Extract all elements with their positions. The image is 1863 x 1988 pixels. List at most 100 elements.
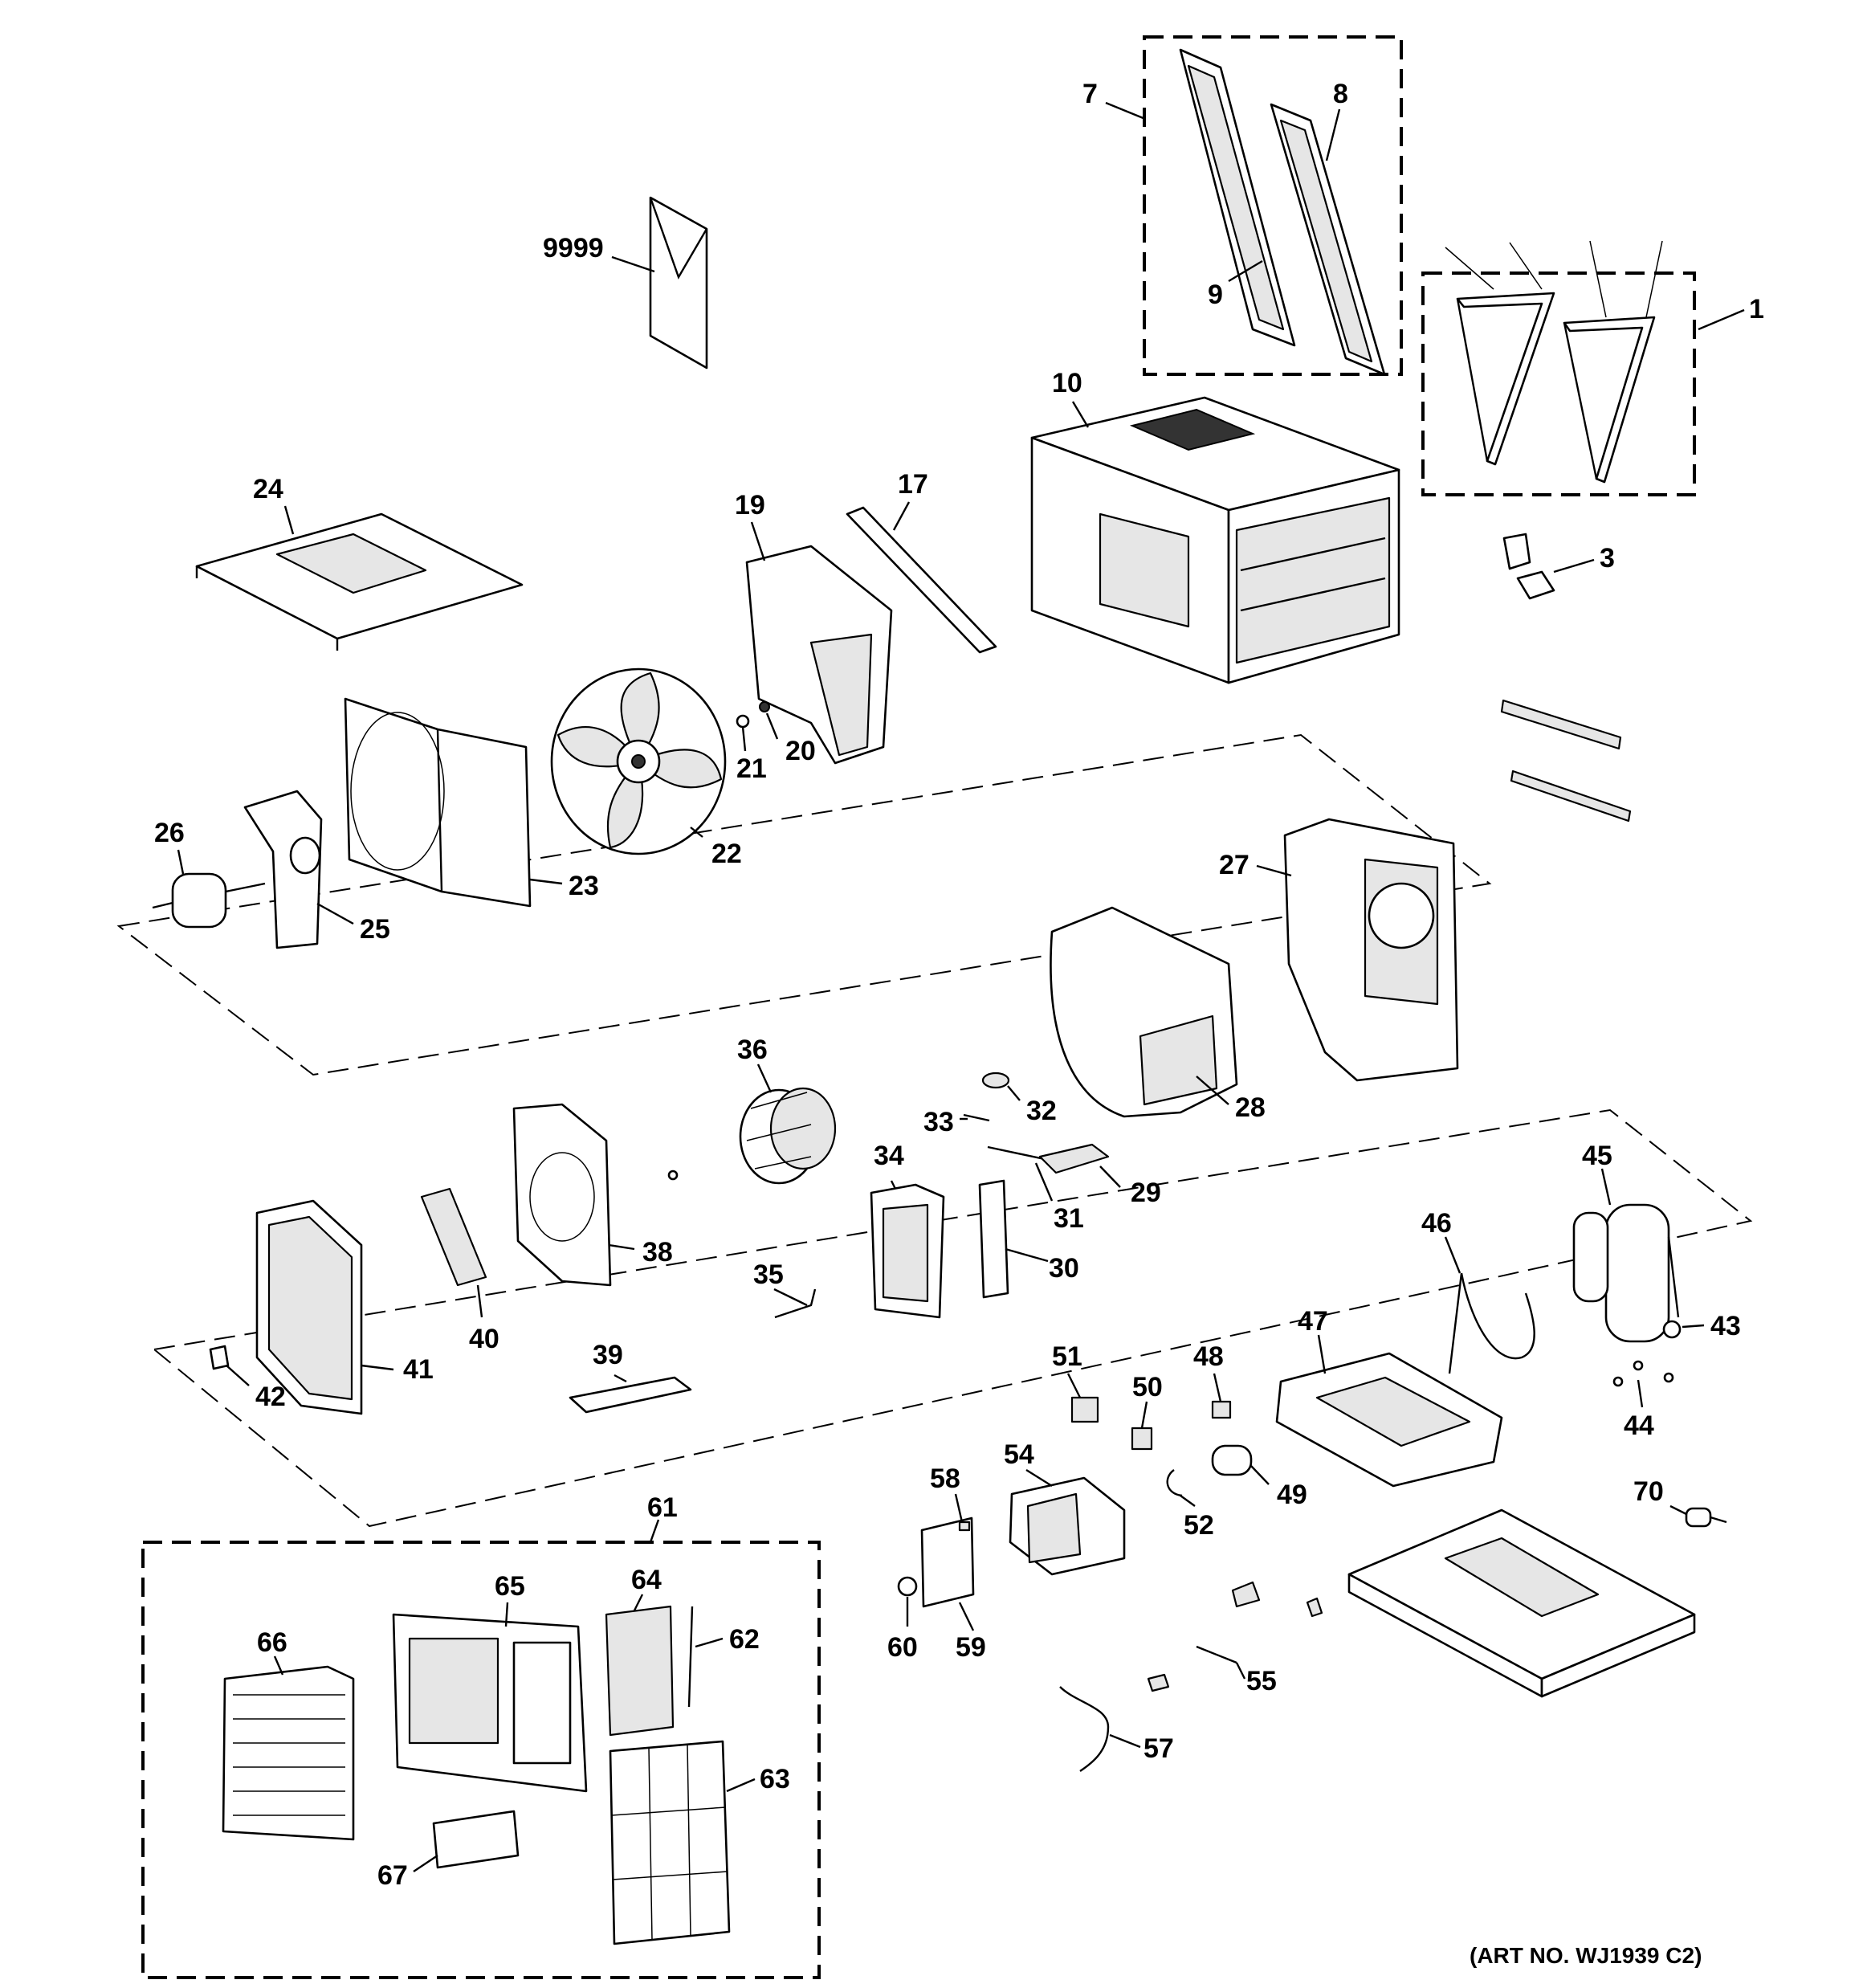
motor-mount-part-25: [243, 790, 323, 949]
callout-10: 10: [1052, 368, 1082, 398]
heater-part-40: [420, 1187, 487, 1287]
callout-65: 65: [495, 1571, 525, 1602]
thermal-protector-part-70: [1685, 1507, 1727, 1528]
screw-part-blower: [667, 1170, 679, 1181]
callout-39: 39: [593, 1340, 623, 1370]
hanger-part-35: [774, 1288, 817, 1319]
rod-part-62: [687, 1606, 694, 1708]
callout-47: 47: [1298, 1306, 1328, 1337]
callout-58: 58: [930, 1463, 960, 1494]
callout-23: 23: [569, 871, 599, 901]
callout-30: 30: [1049, 1253, 1079, 1284]
callout-22: 22: [711, 839, 742, 869]
washer-part-21: [736, 714, 750, 729]
callout-41: 41: [403, 1354, 434, 1385]
control-box-part-54: [1009, 1476, 1126, 1576]
manual-part-9999: [649, 196, 708, 369]
callout-21: 21: [736, 753, 767, 784]
callout-44: 44: [1624, 1410, 1654, 1441]
callout-55: 55: [1246, 1666, 1277, 1696]
cap-part-32: [981, 1072, 1010, 1089]
group-box-61: [141, 1541, 821, 1979]
drain-part-34: [870, 1183, 945, 1319]
front-panel-part-65: [392, 1613, 588, 1793]
callout-34: 34: [874, 1141, 904, 1171]
relay-part-48: [1211, 1400, 1232, 1419]
callout-67: 67: [377, 1860, 408, 1891]
support-bracket-part-1: [1445, 240, 1663, 484]
callout-1: 1: [1749, 294, 1764, 325]
callout-42: 42: [255, 1382, 286, 1412]
washers-part-44: [1612, 1360, 1674, 1387]
clip-part-33: [963, 1113, 990, 1122]
clamp-part: [1231, 1581, 1261, 1608]
partition-part-27: [1283, 818, 1459, 1082]
wire-part-55: [1196, 1645, 1237, 1664]
blower-wheel-part-36: [739, 1087, 837, 1185]
group-box-7: [1143, 35, 1403, 376]
bulkhead-part-38: [512, 1103, 612, 1287]
louvers-part-64: [605, 1605, 675, 1737]
callout-28: 28: [1235, 1092, 1266, 1123]
grommet-part-43: [1662, 1320, 1682, 1339]
air-filter-part-63: [609, 1740, 731, 1945]
callout-33: 33: [923, 1107, 954, 1137]
side-curtain-part-7: [1179, 48, 1296, 347]
callout-49: 49: [1277, 1480, 1307, 1510]
knob-part-58: [958, 1521, 971, 1532]
callout-9999: 9999: [543, 233, 604, 263]
filter-part-67: [432, 1810, 520, 1869]
callout-labels: 1 3 7 8 9 9999 10 17 19 20 21 22 23 24 2…: [154, 79, 1764, 1891]
callout-57: 57: [1143, 1733, 1174, 1764]
callout-70: 70: [1633, 1476, 1664, 1507]
side-curtain-part-8: [1270, 103, 1386, 376]
dashed-region-middle: [152, 1108, 1753, 1528]
group-box-1: [1421, 271, 1696, 496]
callout-17: 17: [898, 469, 928, 500]
fan-blade-part-22: [550, 667, 727, 855]
callout-45: 45: [1582, 1141, 1612, 1171]
callout-48: 48: [1193, 1341, 1224, 1372]
clip-part-small-2: [1147, 1673, 1170, 1692]
bracket-part-30: [978, 1179, 1009, 1299]
callout-35: 35: [753, 1259, 784, 1290]
fan-motor-part-26: [152, 872, 266, 929]
callout-36: 36: [737, 1035, 768, 1065]
evaporator-coil-part-41: [255, 1199, 363, 1415]
callout-8: 8: [1333, 79, 1348, 109]
cabinet-part-10: [1030, 396, 1400, 684]
base-pan: [1347, 1508, 1696, 1698]
callout-31: 31: [1054, 1203, 1084, 1234]
callout-50: 50: [1132, 1372, 1163, 1402]
callout-40: 40: [469, 1324, 499, 1354]
clip-part-42: [209, 1345, 230, 1370]
capacitor-part-49: [1211, 1444, 1253, 1476]
front-grille-part-66: [222, 1665, 355, 1841]
knob-part-60: [897, 1576, 918, 1597]
callout-26: 26: [154, 818, 185, 848]
callout-3: 3: [1600, 543, 1615, 574]
compressor-part-45: [1572, 1203, 1680, 1343]
dashed-region-upper: [116, 733, 1492, 1076]
top-panel-part-24: [195, 512, 524, 651]
callout-46: 46: [1421, 1208, 1452, 1239]
control-label-part-59: [920, 1517, 975, 1608]
callout-64: 64: [631, 1565, 662, 1595]
callout-20: 20: [785, 736, 816, 766]
callout-32: 32: [1026, 1096, 1057, 1126]
callout-7: 7: [1082, 79, 1098, 109]
callout-9: 9: [1208, 280, 1223, 310]
rail-part-17: [846, 506, 997, 654]
strap-part-52: [1166, 1469, 1183, 1497]
callout-63: 63: [760, 1764, 790, 1794]
switch-part-50: [1131, 1427, 1153, 1451]
callout-19: 19: [735, 490, 765, 520]
callout-54: 54: [1004, 1439, 1034, 1470]
tube-part-46: [1448, 1272, 1535, 1374]
harness-part-57: [1059, 1686, 1110, 1772]
art-number: (ART NO. WJ1939 C2): [1470, 1943, 1702, 1968]
callout-38: 38: [642, 1237, 673, 1268]
bracket-part-3: [1500, 533, 1632, 823]
callout-60: 60: [887, 1632, 918, 1663]
nut-part-20: [759, 701, 770, 712]
